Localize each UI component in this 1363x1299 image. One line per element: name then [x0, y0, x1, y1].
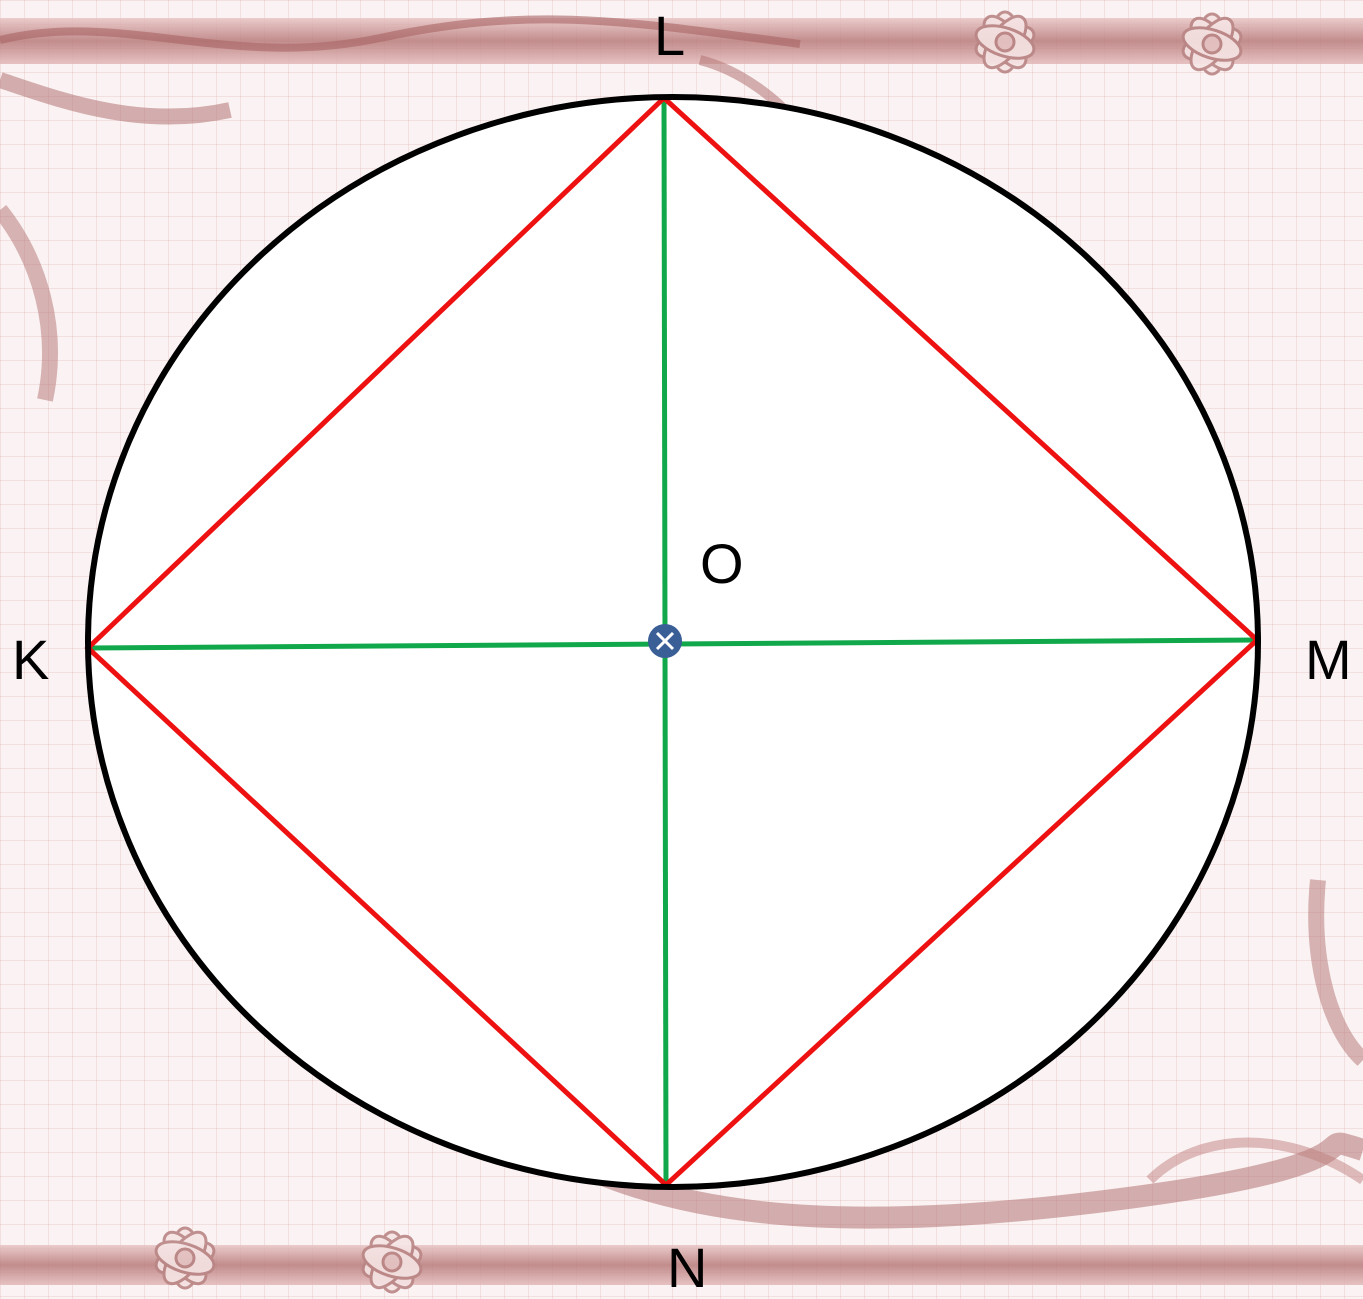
label-point-n: N: [667, 1236, 708, 1299]
frame-bottom-bar: [0, 1132, 1363, 1285]
label-point-o: O: [700, 532, 744, 595]
frame-top-bar: [0, 15, 1363, 131]
circle-outline: [85, 94, 1261, 1190]
flower-ornament: [154, 10, 1243, 1294]
label-point-l: L: [654, 4, 686, 67]
label-point-m: M: [1305, 628, 1352, 691]
frame-right-curl: [1308, 879, 1363, 1066]
label-point-k: K: [12, 628, 50, 691]
center-point: [648, 624, 682, 658]
frame-left-curl: [0, 205, 58, 402]
